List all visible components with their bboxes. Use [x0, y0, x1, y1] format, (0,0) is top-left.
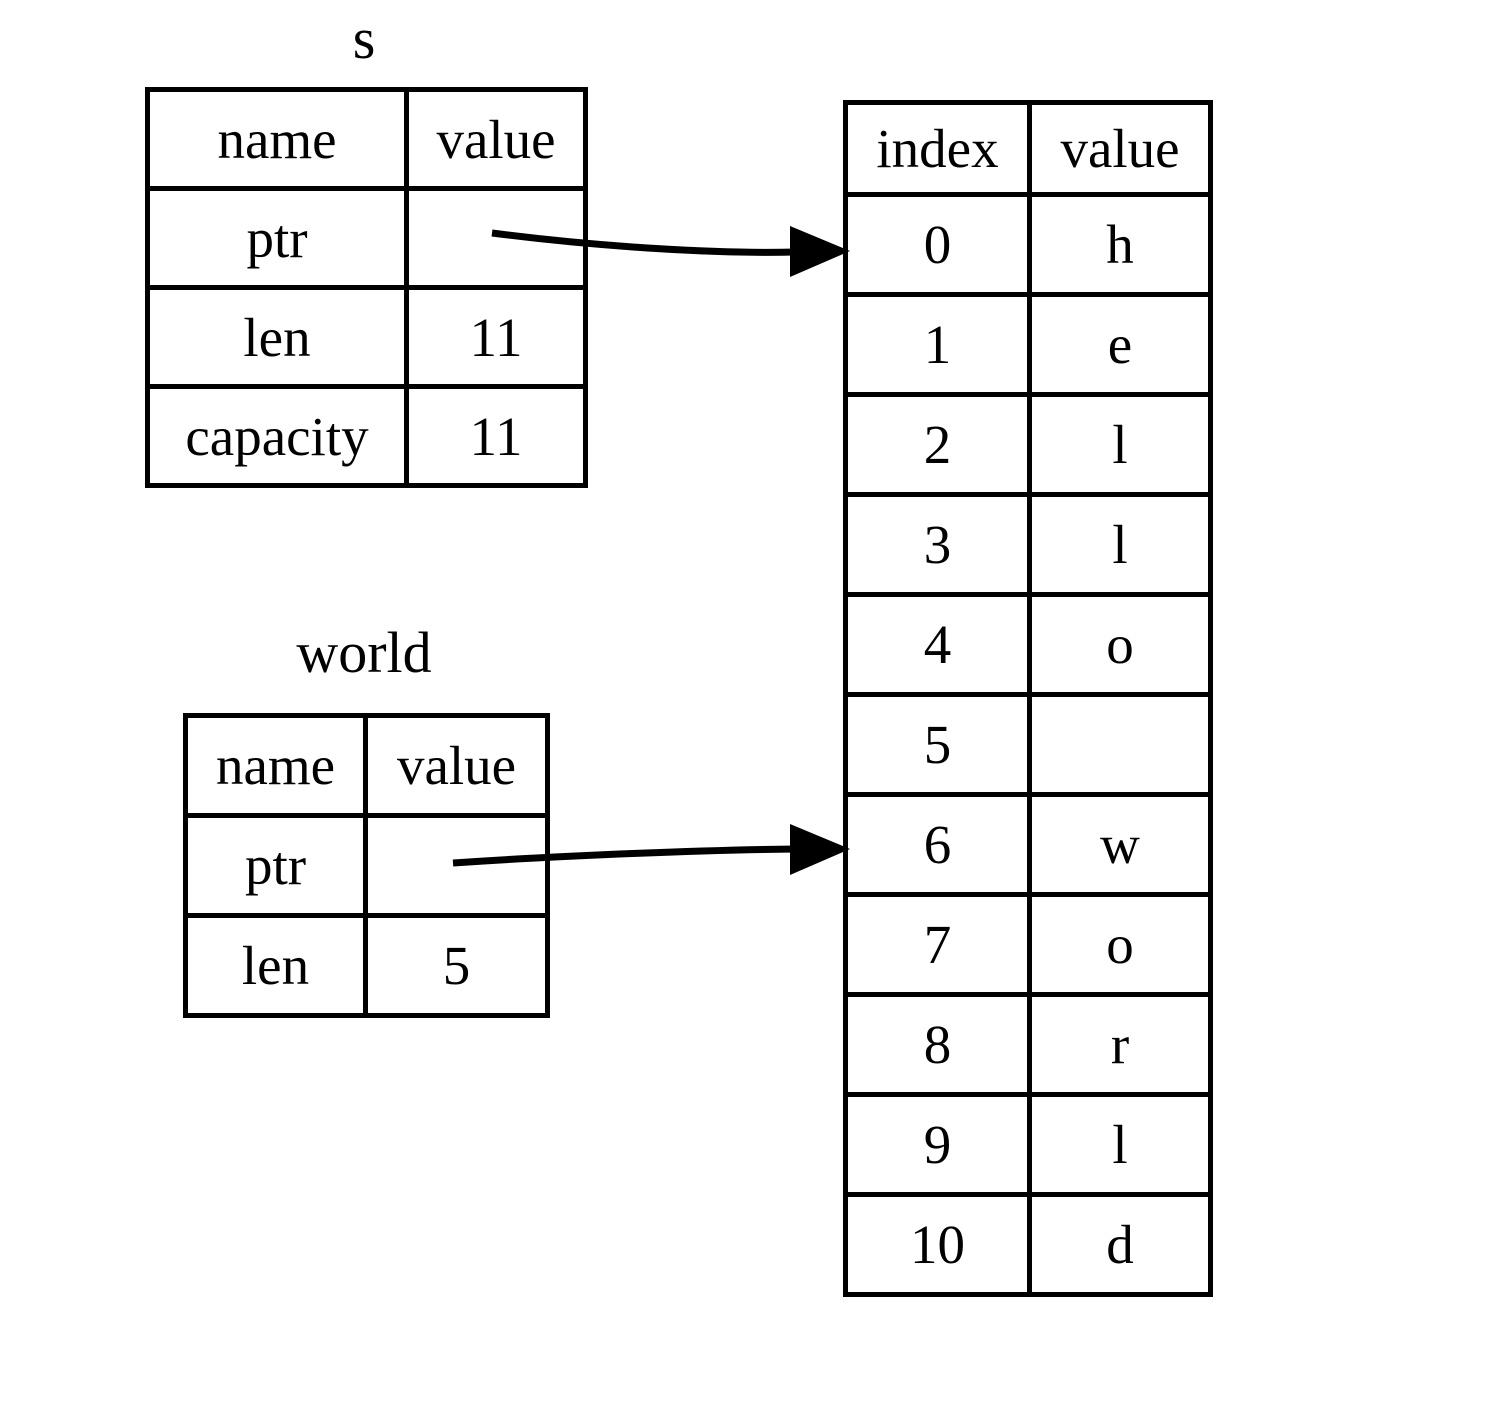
table-row: 5 — [843, 692, 1213, 797]
table-row: len 5 — [183, 913, 550, 1018]
world-ptr-name-cell: ptr — [183, 813, 368, 918]
world-ptr-arrowhead-icon — [790, 824, 850, 875]
memory-index-cell: 8 — [843, 992, 1032, 1097]
memory-value-cell: r — [1027, 992, 1213, 1097]
table-row: ptr — [145, 186, 588, 290]
table-row: 8 r — [843, 992, 1213, 1097]
world-slice-table: name value ptr len 5 — [183, 713, 550, 1018]
memory-header-value: value — [1027, 100, 1213, 197]
s-capacity-value-cell: 11 — [404, 384, 588, 488]
table-header-row: name value — [183, 713, 550, 818]
table-header-row: name value — [145, 87, 588, 191]
s-ptr-arrowhead-icon — [790, 226, 850, 277]
world-table-title: world — [296, 620, 432, 685]
memory-index-cell: 7 — [843, 892, 1032, 997]
s-header-value: value — [404, 87, 588, 191]
memory-index-cell: 5 — [843, 692, 1032, 797]
s-len-value-cell: 11 — [404, 285, 588, 389]
world-header-value: value — [363, 713, 550, 818]
s-struct-table: name value ptr len 11 capacity 11 — [145, 87, 588, 488]
memory-index-cell: 3 — [843, 492, 1032, 597]
s-len-name-cell: len — [145, 285, 409, 389]
memory-value-cell: o — [1027, 892, 1213, 997]
memory-value-cell: w — [1027, 792, 1213, 897]
memory-value-cell: l — [1027, 1092, 1213, 1197]
memory-value-cell — [1027, 692, 1213, 797]
memory-value-cell: h — [1027, 192, 1213, 297]
memory-value-cell: o — [1027, 592, 1213, 697]
s-capacity-name-cell: capacity — [145, 384, 409, 488]
memory-index-cell: 9 — [843, 1092, 1032, 1197]
world-ptr-value-cell — [363, 813, 550, 918]
table-row: 6 w — [843, 792, 1213, 897]
s-header-name: name — [145, 87, 409, 191]
table-row: ptr — [183, 813, 550, 918]
table-header-row: index value — [843, 100, 1213, 197]
memory-header-index: index — [843, 100, 1032, 197]
table-row: 9 l — [843, 1092, 1213, 1197]
memory-index-cell: 1 — [843, 292, 1032, 397]
table-row: capacity 11 — [145, 384, 588, 488]
table-row: 1 e — [843, 292, 1213, 397]
memory-index-cell: 0 — [843, 192, 1032, 297]
memory-index-cell: 4 — [843, 592, 1032, 697]
memory-index-cell: 10 — [843, 1192, 1032, 1297]
table-row: 2 l — [843, 392, 1213, 497]
table-row: 10 d — [843, 1192, 1213, 1297]
table-row: len 11 — [145, 285, 588, 389]
world-len-value-cell: 5 — [363, 913, 550, 1018]
s-ptr-name-cell: ptr — [145, 186, 409, 290]
memory-table: index value 0 h 1 e 2 l 3 l 4 o 5 6 w — [843, 100, 1213, 1297]
memory-value-cell: d — [1027, 1192, 1213, 1297]
memory-index-cell: 2 — [843, 392, 1032, 497]
world-header-name: name — [183, 713, 368, 818]
memory-value-cell: l — [1027, 492, 1213, 597]
s-ptr-value-cell — [404, 186, 588, 290]
memory-index-cell: 6 — [843, 792, 1032, 897]
table-row: 4 o — [843, 592, 1213, 697]
s-table-title: s — [352, 6, 376, 71]
memory-value-cell: e — [1027, 292, 1213, 397]
table-row: 7 o — [843, 892, 1213, 997]
memory-value-cell: l — [1027, 392, 1213, 497]
table-row: 0 h — [843, 192, 1213, 297]
table-row: 3 l — [843, 492, 1213, 597]
world-len-name-cell: len — [183, 913, 368, 1018]
